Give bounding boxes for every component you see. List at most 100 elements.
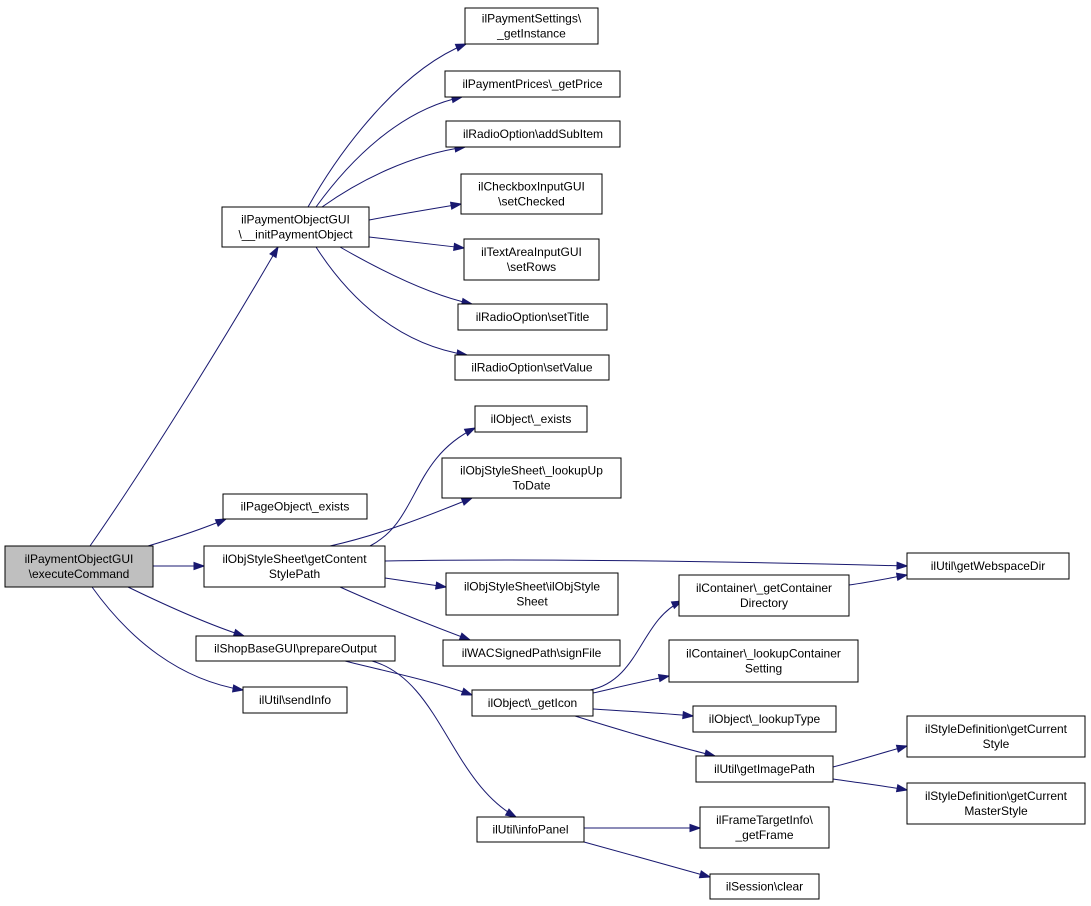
node-box [442, 639, 621, 667]
node-label: ilPageObject\_exists [241, 500, 350, 514]
node-objectLookupType[interactable]: ilObject\_lookupType [692, 705, 837, 733]
node-label: ilObject\_lookupType [709, 712, 821, 726]
edge-line [127, 586, 245, 637]
node-label: ilRadioOption\addSubItem [463, 127, 603, 141]
edge-line [832, 778, 908, 791]
node-objStyleSheetCtor[interactable]: ilObjStyleSheet\ilObjStyleSheet [445, 572, 619, 616]
node-label: ilSession\clear [726, 880, 803, 894]
node-label: ilContainer\_getContainer [696, 581, 832, 595]
edge-infoPanel-to-sessionClear [583, 841, 712, 879]
edge-line [368, 203, 462, 221]
node-box [441, 457, 622, 499]
edge-infoPanel-to-frameTargetGetFrame [583, 823, 702, 833]
node-label: ilRadioOption\setTitle [476, 310, 590, 324]
node-box [221, 206, 370, 248]
node-initPaymentObject[interactable]: ilPaymentObjectGUI\__initPaymentObject [221, 206, 370, 248]
node-label: ToDate [512, 479, 550, 493]
edge-getContentStylePath-to-signFile [339, 586, 472, 641]
node-label: ilPaymentObjectGUI [241, 213, 350, 227]
node-sendInfo[interactable]: ilUtil\sendInfo [242, 686, 348, 714]
edge-line [339, 586, 471, 641]
node-textAreaSetRows[interactable]: ilTextAreaInputGUI\setRows [463, 238, 600, 281]
node-label: ilUtil\getWebspaceDir [931, 559, 1046, 573]
node-box [906, 782, 1086, 825]
node-box [668, 639, 859, 683]
node-label: Directory [740, 596, 788, 610]
node-label: ilTextAreaInputGUI [481, 245, 582, 259]
node-label: _getFrame [734, 828, 793, 842]
edge-executeCommand-to-getContentStylePath [147, 561, 206, 571]
edge-getContentStylePath-to-objectExists [369, 427, 477, 547]
node-box [460, 173, 603, 215]
node-frameTargetGetFrame[interactable]: ilFrameTargetInfo\_getFrame [699, 806, 830, 849]
edge-prepareOutput-to-infoPanel [371, 660, 518, 818]
node-radioOptionSetTitle[interactable]: ilRadioOption\setTitle [457, 303, 608, 331]
node-infoPanel[interactable]: ilUtil\infoPanel [476, 816, 585, 843]
edge-line [368, 236, 465, 249]
node-label: ilStyleDefinition\getCurrent [925, 789, 1068, 803]
node-radioOptionSetValue[interactable]: ilRadioOption\setValue [454, 354, 610, 381]
edge-getImagePath-to-getCurrentMasterStyle [832, 778, 909, 793]
edge-line [344, 660, 473, 696]
node-label: ilContainer\_lookupContainer [686, 647, 841, 661]
node-label: ilUtil\sendInfo [259, 693, 331, 707]
edge-line [315, 96, 463, 208]
node-box [445, 120, 621, 148]
node-sessionClear[interactable]: ilSession\clear [709, 873, 820, 900]
node-paymentSettingsGetInstance[interactable]: ilPaymentSettings\_getInstance [464, 7, 599, 45]
edge-getImagePath-to-getCurrentStyle [832, 744, 909, 768]
edge-getContainerDirectory-to-getWebspaceDir [848, 572, 909, 586]
node-getWebspaceDir[interactable]: ilUtil\getWebspaceDir [906, 552, 1070, 580]
arrowhead [460, 497, 474, 506]
node-label: ilObject\_getIcon [488, 696, 577, 710]
node-box [464, 7, 599, 45]
edge-line [583, 841, 711, 878]
node-radioOptionAddSubItem[interactable]: ilRadioOption\addSubItem [445, 120, 621, 148]
edge-prepareOutput-to-objectGetIcon [344, 660, 474, 696]
node-label: ilUtil\infoPanel [492, 823, 568, 837]
edge-line [89, 246, 279, 547]
node-label: ilPaymentPrices\_getPrice [462, 77, 602, 91]
node-signFile[interactable]: ilWACSignedPath\signFile [442, 639, 621, 667]
node-prepareOutput[interactable]: ilShopBaseGUI\prepareOutput [195, 635, 396, 662]
arrowhead [896, 561, 909, 570]
arrowhead [698, 870, 712, 879]
arrowhead [682, 710, 695, 720]
node-label: ilObject\_exists [491, 412, 572, 426]
arrowhead [435, 581, 448, 590]
node-label: \setRows [507, 260, 556, 274]
node-box [906, 715, 1086, 758]
node-checkboxSetChecked[interactable]: ilCheckboxInputGUI\setChecked [460, 173, 603, 215]
node-pageObjectExists[interactable]: ilPageObject\_exists [222, 493, 368, 520]
edge-line [592, 708, 694, 717]
node-objectExists[interactable]: ilObject\_exists [474, 405, 588, 433]
node-executeCommand[interactable]: ilPaymentObjectGUI\executeCommand [4, 545, 154, 588]
node-box [445, 572, 619, 616]
node-label: Setting [745, 662, 782, 676]
edge-initPaymentObject-to-textAreaSetRows [368, 236, 466, 251]
edge-line [592, 675, 670, 694]
edge-line [369, 427, 476, 547]
edge-initPaymentObject-to-radioOptionSetTitle [339, 246, 474, 306]
node-box [474, 405, 588, 433]
arrowhead [453, 242, 466, 251]
node-box [463, 238, 600, 281]
node-getImagePath[interactable]: ilUtil\getImagePath [695, 755, 834, 783]
edge-line [329, 497, 473, 547]
arrowhead [689, 823, 702, 833]
edge-line [371, 660, 517, 818]
nodes-layer: ilPaymentObjectGUI\executeCommand ilPayme… [4, 7, 1086, 900]
edge-line [832, 745, 908, 768]
node-label: _getInstance [496, 27, 566, 41]
arrowhead [214, 518, 228, 527]
node-label: MasterStyle [964, 804, 1028, 818]
node-objectGetIcon[interactable]: ilObject\_getIcon [471, 689, 594, 717]
node-paymentPricesGetPrice[interactable]: ilPaymentPrices\_getPrice [444, 70, 621, 98]
